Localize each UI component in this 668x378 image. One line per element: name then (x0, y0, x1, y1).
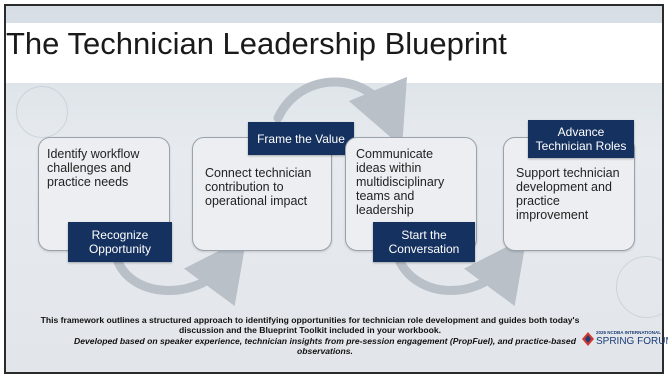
step-card-text: Identify workflow challenges and practic… (47, 147, 140, 189)
background-bubble (16, 86, 68, 138)
title-band (6, 23, 662, 83)
footer-note: This framework outlines a structured app… (40, 315, 580, 335)
logo-mark-icon (582, 332, 594, 346)
footer-source: Developed based on speaker experience, t… (74, 336, 576, 356)
step-card-text: Support technician development and pract… (516, 166, 620, 222)
step-label-2: Frame the Value (248, 122, 354, 155)
arrow-down-curve (395, 236, 527, 307)
step-card-2: Connect technician contribution to opera… (192, 137, 332, 251)
logo-event-name: SPRING FORUM (596, 336, 668, 347)
logo-event-year: 2026 NCDBA INTERNATIONAL (596, 330, 662, 335)
step-label-4: Advance Technician Roles (528, 120, 634, 158)
step-label-3: Start the Conversation (373, 222, 475, 262)
step-card-text: Connect technician contribution to opera… (205, 166, 312, 208)
slide-title: The Technician Leadership Blueprint (6, 26, 507, 61)
arrow-down-curve (113, 236, 247, 307)
spring-forum-logo: 2026 NCDBA INTERNATIONAL SPRING FORUM (582, 330, 668, 356)
arrow-up-curve (273, 76, 407, 148)
step-card-text: Communicate ideas within multidisciplina… (356, 147, 445, 217)
step-label-1: Recognize Opportunity (68, 222, 172, 262)
